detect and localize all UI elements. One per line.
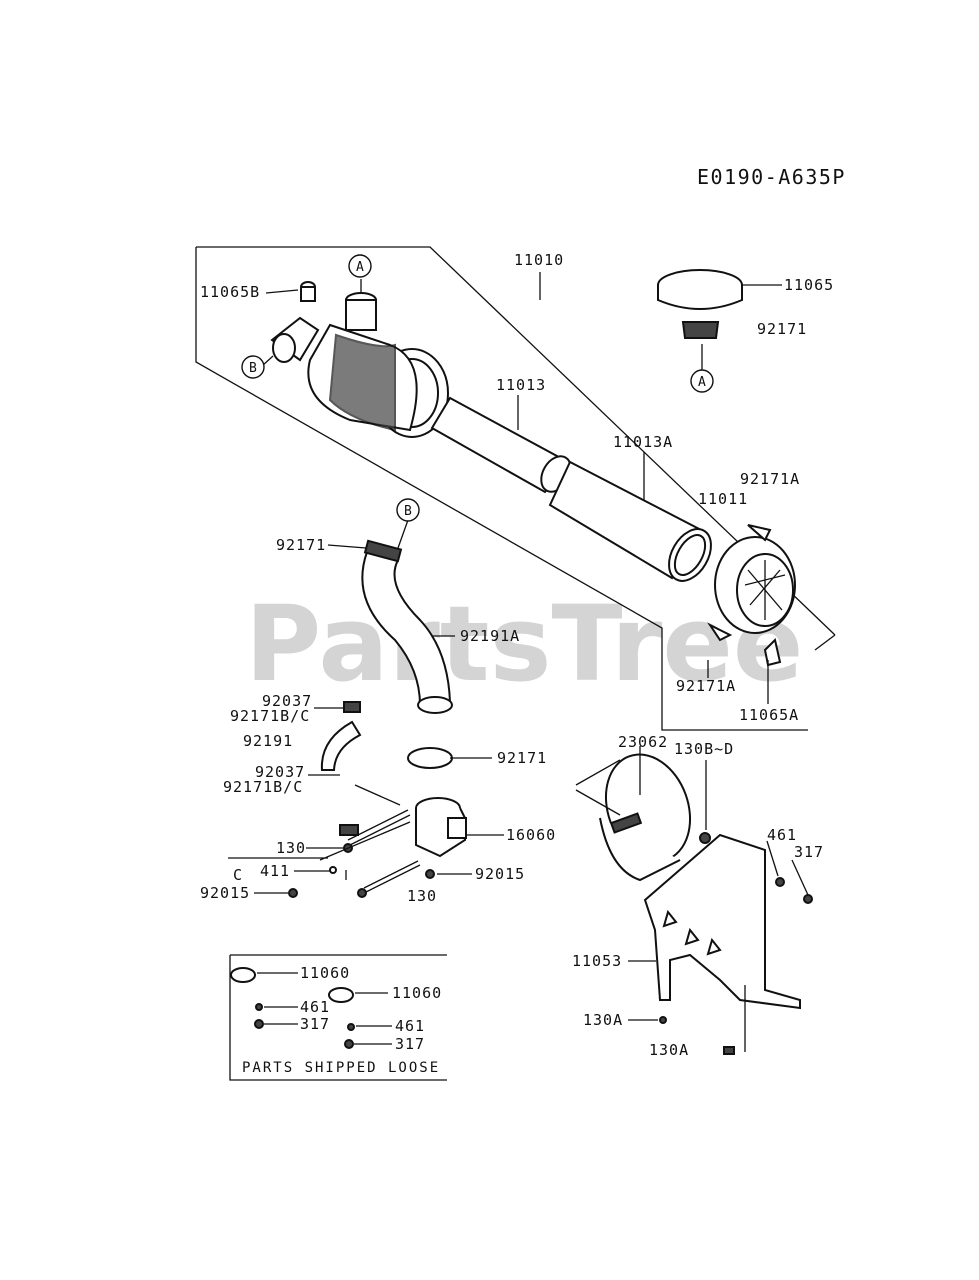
label-411: 411	[260, 862, 290, 880]
clamp-92171	[407, 747, 453, 769]
cap-11065	[657, 269, 743, 339]
label-11053: 11053	[572, 952, 622, 970]
bolts	[288, 809, 435, 898]
label-130A-a: 130A	[583, 1011, 623, 1029]
label-92171BC-a: 92171B/C	[230, 707, 310, 725]
label-11065A: 11065A	[739, 706, 799, 724]
parts-shipped-loose-box	[229, 954, 447, 1081]
svg-text:A: A	[698, 375, 706, 390]
box-label-11060-b: 11060	[392, 984, 442, 1002]
label-11011: 11011	[698, 490, 748, 508]
ref-circle-b-hose: B	[396, 498, 420, 522]
air-cleaner-housing	[270, 281, 449, 438]
label-130-left: 130	[276, 839, 306, 857]
label-92171-hose: 92171	[276, 536, 326, 554]
box-label-317-b: 317	[395, 1035, 425, 1053]
label-92191: 92191	[243, 732, 293, 750]
label-130BD: 130B~D	[674, 740, 734, 758]
svg-text:A: A	[356, 260, 364, 275]
bracket-11053	[643, 833, 813, 1055]
label-11065B: 11065B	[200, 283, 260, 301]
intake-hose-92191A	[361, 539, 453, 714]
label-23062: 23062	[618, 733, 668, 751]
elbow-16060	[415, 797, 467, 858]
box-label-11060-a: 11060	[300, 964, 350, 982]
shroud-23062	[599, 753, 711, 882]
label-92015-right: 92015	[475, 865, 525, 883]
filter-element-11013	[430, 396, 572, 494]
ref-circle-a-right: A	[690, 369, 714, 393]
label-92037-b: 92037	[255, 763, 305, 781]
box-label-317-a: 317	[300, 1015, 330, 1033]
label-92171-top: 92171	[757, 320, 807, 338]
watermark: PartsTree	[245, 583, 803, 705]
label-11010: 11010	[514, 251, 564, 269]
svg-text:B: B	[404, 504, 412, 519]
diagram-code: E0190-A635P	[697, 165, 846, 189]
ref-circle-a-top: A	[348, 254, 372, 278]
loose-box-caption: PARTS SHIPPED LOOSE	[242, 1060, 440, 1076]
ref-circle-b-left: B	[241, 355, 265, 379]
label-92037-a: 92037	[262, 692, 312, 710]
label-92171BC-b: 92171B/C	[223, 778, 303, 796]
label-16060: 16060	[506, 826, 556, 844]
label-130-bottom: 130	[407, 887, 437, 905]
part-labels: 11010 11065B 11065 92171 11013 11013A 92…	[200, 251, 834, 1059]
filter-element-11013A	[548, 460, 712, 582]
label-92015-left: 92015	[200, 884, 250, 902]
label-92171A-top: 92171A	[740, 470, 800, 488]
end-cap-11011	[707, 524, 796, 667]
label-92171-clamp: 92171	[497, 749, 547, 767]
box-label-461-a: 461	[300, 998, 330, 1016]
label-11013: 11013	[496, 376, 546, 394]
air-cleaner-assembly-outline	[195, 246, 836, 731]
hose-92191	[320, 701, 362, 836]
label-11065: 11065	[784, 276, 834, 294]
box-label-461-b: 461	[395, 1017, 425, 1035]
label-92191A: 92191A	[460, 627, 520, 645]
ref-label-c: C	[233, 866, 243, 884]
leader-lines	[228, 272, 809, 1045]
label-317-right: 317	[794, 843, 824, 861]
svg-text:B: B	[249, 361, 257, 376]
label-92171A-bottom: 92171A	[676, 677, 736, 695]
label-11013A: 11013A	[613, 433, 673, 451]
label-461-right: 461	[767, 826, 797, 844]
label-130A-b: 130A	[649, 1041, 689, 1059]
